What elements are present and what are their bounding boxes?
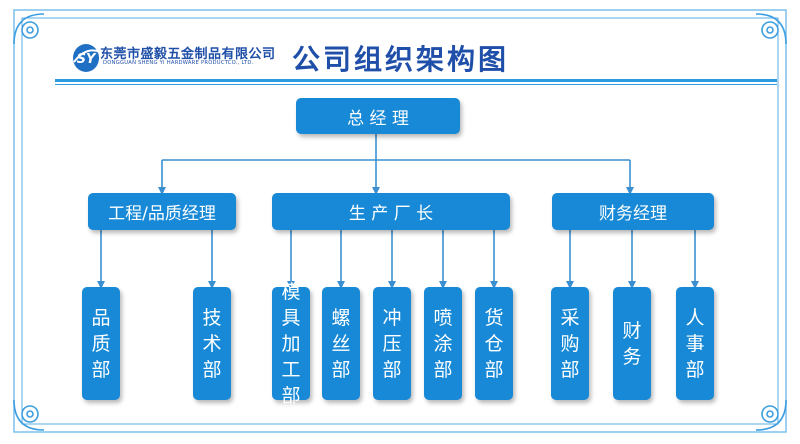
header-divider-thin xyxy=(55,84,777,85)
box-department-2-0: 采购部 xyxy=(551,287,589,400)
box-manager-1-label: 生 产 厂 长 xyxy=(348,204,434,224)
box-department-0-0: 品质部 xyxy=(82,287,120,400)
box-general-manager-label: 总 经 理 xyxy=(347,108,409,129)
chart-title: 公司组织架构图 xyxy=(292,43,510,76)
company-logo-icon: SY xyxy=(73,44,101,72)
corner-ornament-bottom-left xyxy=(13,399,45,431)
box-department-1-4-label: 货仓部 xyxy=(484,306,504,381)
box-department-1-2-label: 冲压部 xyxy=(382,306,402,381)
box-department-1-3: 喷涂部 xyxy=(424,287,462,400)
box-department-1-0: 模具加工部 xyxy=(272,281,310,407)
box-department-1-2: 冲压部 xyxy=(373,287,411,400)
box-manager-2-label: 财务经理 xyxy=(599,204,667,224)
box-department-1-1: 螺丝部 xyxy=(322,287,360,400)
corner-ornament-bottom-right xyxy=(755,399,787,431)
box-department-2-2: 人事部 xyxy=(676,287,714,400)
company-name-english: DONGGUAN SHENG YI HARDWARE PRODUCTCO., L… xyxy=(103,60,254,66)
box-department-2-1-label: 财务 xyxy=(622,319,642,368)
company-name: 东莞市盛毅五金制品有限公司 xyxy=(100,47,276,62)
box-department-0-1-label: 技术部 xyxy=(202,306,222,381)
box-department-1-4: 货仓部 xyxy=(475,287,513,400)
box-manager-1: 生 产 厂 长 xyxy=(272,193,510,230)
box-department-1-1-label: 螺丝部 xyxy=(331,306,351,381)
box-department-2-1: 财务 xyxy=(613,287,651,400)
svg-text:SY: SY xyxy=(77,52,97,67)
box-department-0-0-label: 品质部 xyxy=(91,306,111,381)
box-department-0-1: 技术部 xyxy=(193,287,231,400)
box-department-1-3-label: 喷涂部 xyxy=(433,306,453,381)
box-department-2-2-label: 人事部 xyxy=(685,306,705,381)
header-divider xyxy=(55,79,777,82)
box-department-1-0-label: 模具加工部 xyxy=(281,280,301,407)
box-manager-0: 工程/品质经理 xyxy=(88,193,236,230)
box-manager-0-label: 工程/品质经理 xyxy=(108,204,216,224)
box-manager-2: 财务经理 xyxy=(552,193,714,230)
corner-ornament-top-left xyxy=(13,13,45,45)
box-general-manager: 总 经 理 xyxy=(296,98,460,134)
corner-ornament-top-right xyxy=(755,13,787,45)
box-department-2-0-label: 采购部 xyxy=(560,306,580,381)
